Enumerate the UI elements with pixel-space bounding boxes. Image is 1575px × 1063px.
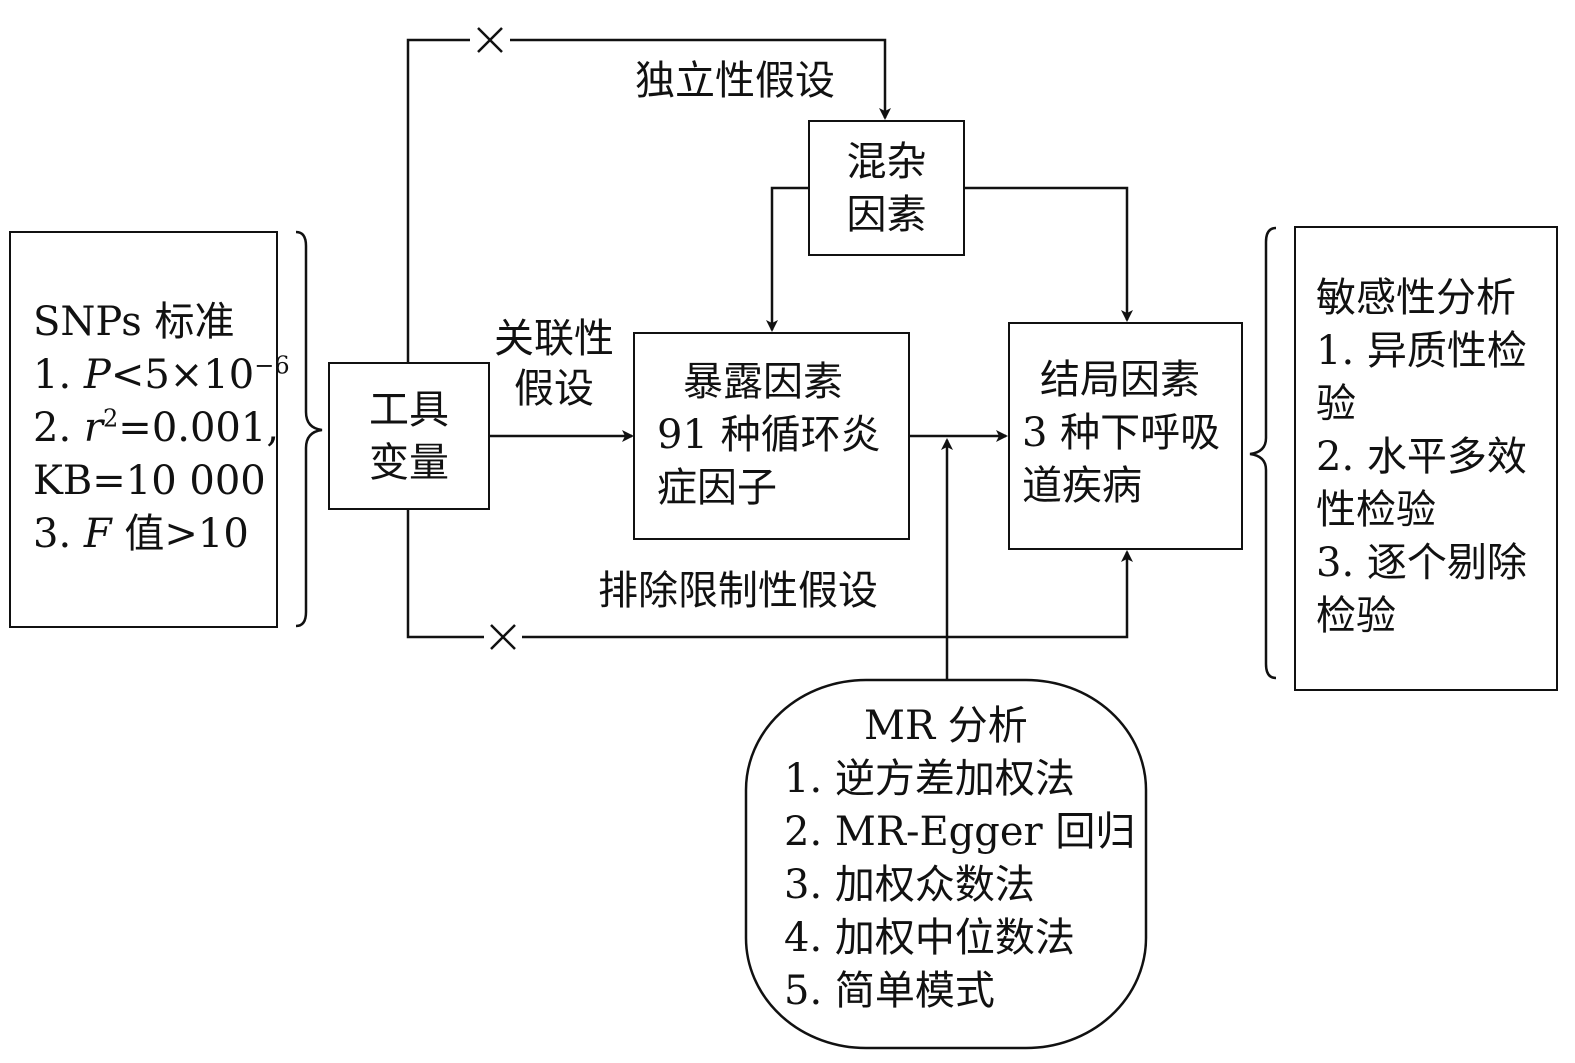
exposure-line-3: 症因子 — [657, 465, 777, 511]
outcome-box: 结局因素 3 种下呼吸 道疾病 — [1008, 322, 1243, 550]
sensitivity-line-4: 性检验 — [1316, 487, 1436, 533]
outcome-line-2: 3 种下呼吸 — [1022, 410, 1221, 456]
association-line-1: 关联性 — [494, 316, 614, 362]
outcome-line-3: 道疾病 — [1022, 463, 1142, 509]
instrument-variable-box: 工具 变量 — [328, 362, 490, 510]
confounder-to-exposure — [766, 186, 808, 332]
right-brace — [1249, 226, 1277, 680]
snps-item-2: 2. r2=0.001, — [33, 404, 280, 451]
independence-label: 独立性假设 — [635, 58, 835, 104]
exposure-box: 暴露因素 91 种循环炎 症因子 — [633, 332, 910, 540]
confounder-to-outcome — [965, 186, 1133, 322]
sensitivity-analysis-box: 敏感性分析 1. 异质性检 验 2. 水平多效 性检验 3. 逐个剔除 检验 — [1294, 226, 1558, 691]
mr-item: 4. 加权中位数法 — [784, 915, 1075, 961]
sensitivity-title: 敏感性分析 — [1316, 275, 1516, 321]
mr-analysis-box: MR 分析 1. 逆方差加权法 2. MR-Egger 回归 3. 加权众数法 … — [784, 700, 1135, 1018]
left-brace — [295, 230, 323, 628]
mr-item: 1. 逆方差加权法 — [784, 756, 1075, 802]
mr-item: 2. MR-Egger 回归 — [784, 809, 1136, 855]
snps-criteria-box: SNPs 标准 1. P<5×10−6 2. r2=0.001, KB=10 0… — [9, 231, 290, 628]
sensitivity-line-2: 验 — [1316, 381, 1356, 427]
outcome-line-1: 结局因素 — [1040, 357, 1200, 403]
snps-title: SNPs 标准 — [33, 299, 235, 345]
independence-path — [406, 38, 470, 362]
sensitivity-line-3: 2. 水平多效 — [1316, 434, 1527, 480]
instrument-line-2: 变量 — [369, 440, 449, 486]
instrument-line-1: 工具 — [369, 387, 449, 433]
exposure-line-2: 91 种循环炎 — [657, 412, 881, 458]
snps-item-2b: KB=10 000 — [33, 458, 266, 504]
cross-marks — [477, 27, 516, 650]
snps-item-1: 1. P<5×10−6 — [33, 351, 290, 398]
mr-title: MR 分析 — [864, 703, 1028, 749]
mr-item: 3. 加权众数法 — [784, 862, 1035, 908]
snps-item-3: 3. F 值>10 — [33, 511, 249, 557]
sensitivity-line-6: 检验 — [1316, 593, 1396, 639]
exclusion-label: 排除限制性假设 — [598, 568, 878, 614]
confounder-line-1: 混杂 — [846, 139, 927, 185]
association-line-2: 假设 — [514, 366, 594, 412]
snps-criteria-text: SNPs 标准 1. P<5×10−6 2. r2=0.001, KB=10 0… — [33, 296, 290, 561]
mr-analysis-box-shape — [744, 678, 1148, 1050]
exposure-line-1: 暴露因素 — [683, 359, 843, 405]
confounder-line-2: 因素 — [846, 192, 927, 238]
sensitivity-line-5: 3. 逐个剔除 — [1316, 540, 1527, 586]
exclusion-path — [406, 510, 484, 639]
association-label: 关联性 假设 — [494, 314, 614, 414]
confounder-box: 混杂 因素 — [808, 120, 965, 256]
sensitivity-line-1: 1. 异质性检 — [1316, 328, 1527, 374]
mr-item: 5. 简单模式 — [784, 968, 995, 1014]
